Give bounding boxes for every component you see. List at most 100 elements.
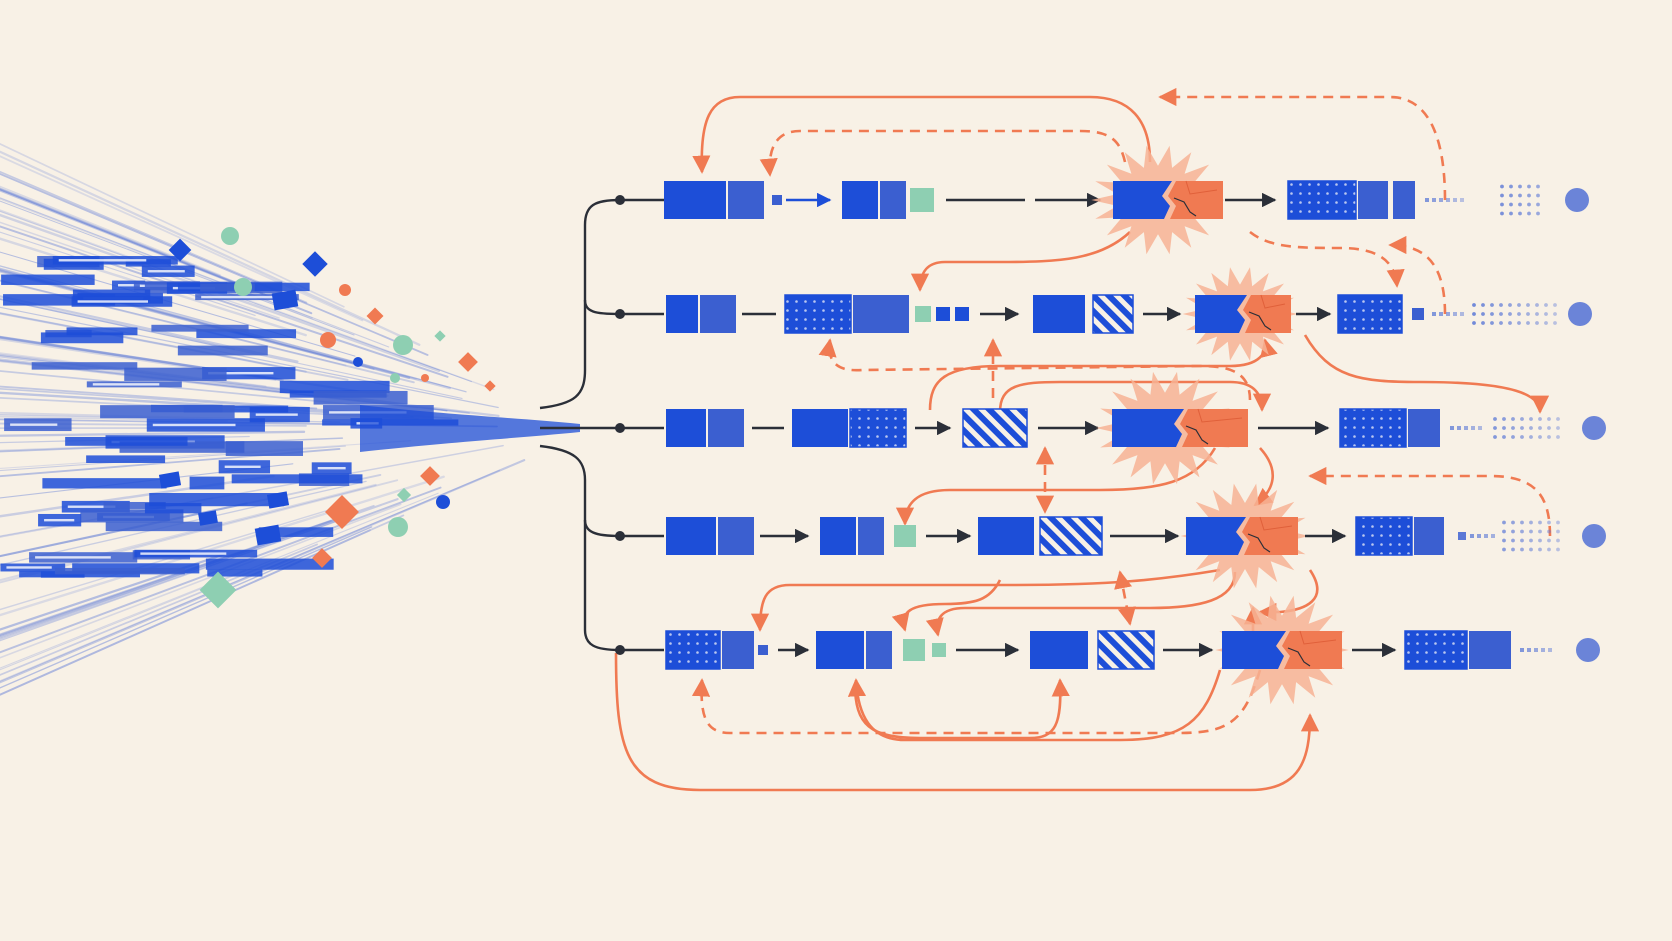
stream-bar [1,274,95,285]
stream-wisp [0,306,499,409]
pipeline-block [1033,295,1085,333]
stream-wisp [0,526,373,689]
particle-dot [234,278,252,296]
fade-grid-dot [1490,321,1494,325]
loop-l4-l5 [891,579,1002,632]
fade-grid-dot [1520,520,1524,525]
fade-grid-dot [1529,417,1533,421]
fade-grid-dot [1472,321,1476,325]
fade-grid-dot [1508,312,1512,316]
fade-grid-dot [1518,211,1522,216]
fade-dot [1484,534,1488,538]
fade-dot [1534,648,1538,652]
loop-top-outer [692,95,1152,174]
fade-grid-dot [1535,321,1539,325]
fade-grid-dot [1499,303,1503,307]
stream-bar [40,571,85,578]
stream-wisp [0,440,412,469]
pipeline-block [792,409,848,447]
fade-grid-dot [1556,426,1560,430]
stream-bar [119,441,245,453]
pipeline-block [880,181,906,219]
fade-grid-dot [1511,547,1515,552]
stream-wisp [0,269,363,367]
particle-block [266,491,290,509]
stream-highlight [58,259,147,262]
pipeline-block [722,631,754,669]
stream-highlight [92,383,160,386]
fade-grid-dot [1547,538,1551,543]
stream-wisp [0,150,421,346]
pipeline-block [718,517,754,555]
fade-grid-dot [1509,202,1513,207]
stream-wisp [0,503,402,659]
loop-l4-l5-b [1114,570,1136,626]
stream-highlight [255,413,298,416]
fade-grid-dot [1508,321,1512,325]
cracked-block-left [1195,295,1247,333]
stream-bar [31,362,138,370]
fade-grid-dot [1529,547,1533,552]
fade-dot [1460,312,1464,316]
stream-bar [103,501,166,509]
fade-dot [1491,534,1495,538]
small-block [903,639,925,661]
fade-grid-dot [1553,303,1557,307]
small-block [955,307,969,321]
fade-grid-dot [1511,538,1515,543]
crack-line [1260,294,1286,309]
fade-grid-dot [1511,426,1515,430]
pipeline-block [1339,408,1407,448]
stream-wisp [0,520,339,642]
fade-grid-dot [1517,321,1521,325]
loop-l4-right [1308,466,1552,537]
stream-bar [72,289,151,302]
stream-wisp [0,474,275,518]
particle-dot [339,284,351,296]
fade-dot [1446,312,1450,316]
cracked-block-left [1222,631,1286,669]
fade-grid-dot [1481,312,1485,316]
fade-grid-dot [1536,202,1540,207]
cracked-block-left [1113,181,1172,219]
loop-bottom-outer [614,652,1320,792]
end-node-icon [1576,638,1600,662]
stream-wisp [0,270,375,370]
fade-grid-dot [1529,426,1533,430]
crack-line [1185,425,1209,445]
fade-dot [1520,648,1524,652]
loop-l2-right [1388,235,1447,315]
stream-bar [183,405,289,413]
particle-dot [388,517,408,537]
particle-dot [353,357,363,367]
fade-grid-dot [1535,312,1539,316]
cracked-block-left [1112,409,1184,447]
loop-bottom-dashed [691,669,1262,735]
crack-line [1248,311,1272,331]
pipeline-block [1414,517,1444,555]
pipeline-block [1337,294,1403,334]
stream-bar [189,476,225,490]
fade-grid-dot [1481,303,1485,307]
fade-grid-dot [1520,538,1524,543]
stream-bar [177,345,268,356]
stream-core [360,405,580,452]
fade-grid-dot [1538,520,1542,525]
fade-grid-dot [1538,417,1542,421]
fade-grid-dot [1527,211,1531,216]
stream-highlight [35,556,111,559]
particle-block [198,510,218,526]
particle-dot [436,495,450,509]
loop-top-right [1158,87,1447,201]
fade-grid-dot [1553,312,1557,316]
pipeline-block [962,408,1028,448]
fade-dot [1464,426,1468,430]
fade-grid-dot [1502,538,1506,543]
small-block [894,525,916,547]
crack-line [1197,408,1243,423]
fade-grid-dot [1538,529,1542,534]
fade-grid-dot [1520,547,1524,552]
pipeline-block [866,631,892,669]
fade-dot [1548,648,1552,652]
particle-diamond [366,307,384,325]
